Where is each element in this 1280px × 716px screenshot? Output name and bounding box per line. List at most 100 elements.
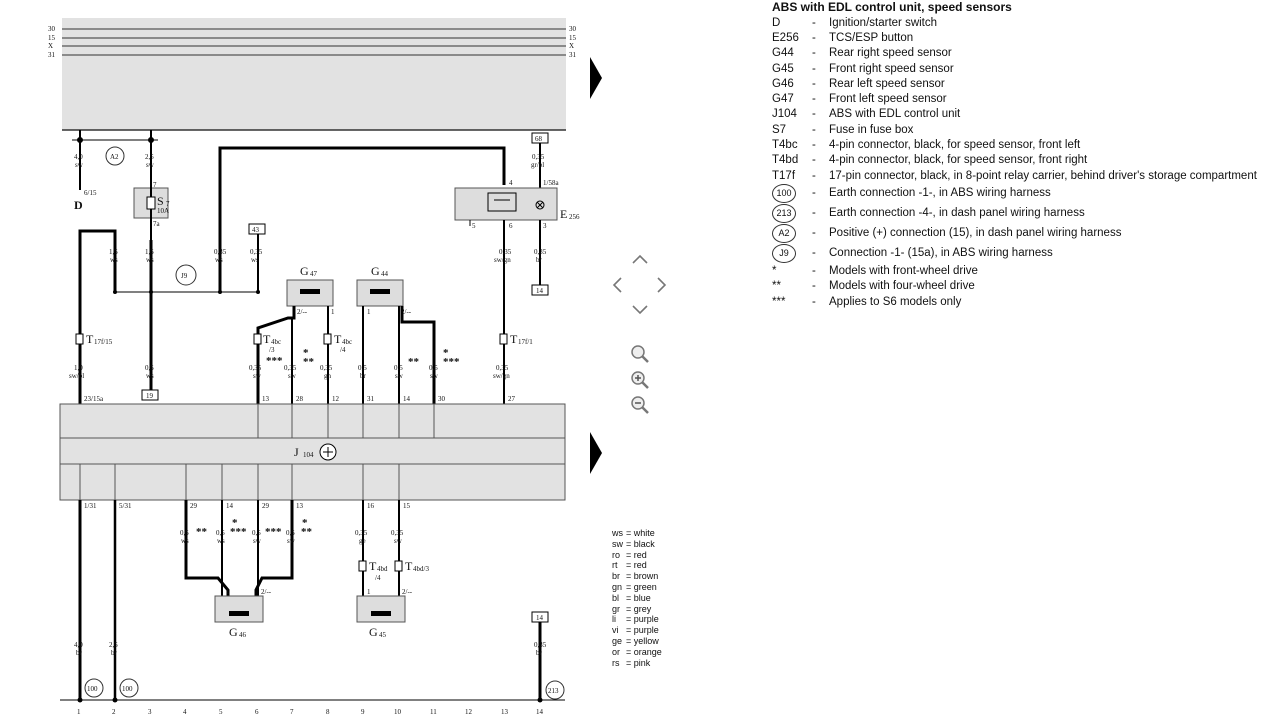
earth-100-b bbox=[119, 678, 139, 698]
pan-right-button[interactable] bbox=[651, 274, 673, 296]
wire-size: 0,5 bbox=[429, 364, 438, 372]
color-code-row: ge= yellow bbox=[612, 636, 662, 647]
legend-row: G46-Rear left speed sensor bbox=[772, 76, 1277, 91]
pan-down-button[interactable] bbox=[629, 299, 651, 321]
box-19 bbox=[141, 389, 159, 401]
pin-label: 29 bbox=[190, 502, 198, 510]
connector-t4bd4-sub: 4bd bbox=[377, 565, 388, 573]
color-code-value: = yellow bbox=[626, 635, 659, 646]
track-number: 4 bbox=[183, 708, 187, 716]
legend-row: **-Models with four-wheel drive bbox=[772, 279, 1277, 294]
rail-label-15: 15 bbox=[48, 34, 56, 42]
wire-color: sw/bl bbox=[69, 372, 84, 380]
legend-row: J104-ABS with EDL control unit bbox=[772, 107, 1277, 122]
pin-label: 1 bbox=[367, 308, 371, 316]
box-14-bottom bbox=[531, 611, 549, 623]
wire-size: 0,35 bbox=[214, 248, 227, 256]
connector-t17f15: T 17f/15 bbox=[75, 332, 113, 346]
connector-t17f1-sub: 17f/1 bbox=[518, 338, 533, 346]
wire-size: 0,35 bbox=[284, 364, 297, 372]
wire-color: sw bbox=[146, 161, 155, 169]
zoom-in-button[interactable] bbox=[629, 369, 651, 391]
fuse-s7-label: S bbox=[157, 194, 164, 208]
color-code-row: gn= green bbox=[612, 582, 662, 593]
pan-up-button[interactable] bbox=[629, 248, 651, 270]
earth-100-b-label: 100 bbox=[122, 685, 133, 693]
wire-size: 4,0 bbox=[74, 153, 83, 161]
legend-title: ABS with EDL control unit, speed sensors bbox=[772, 0, 1012, 14]
magnifier-icon bbox=[631, 345, 649, 363]
legend-code: T17f bbox=[772, 169, 796, 182]
wire-size: 4,0 bbox=[74, 641, 83, 649]
pin-label: 6 bbox=[509, 222, 513, 230]
sensor-g45-label: G bbox=[369, 625, 378, 639]
zoom-fit-button[interactable] bbox=[629, 343, 651, 365]
color-code-key: rs bbox=[612, 657, 620, 668]
color-code-key: bl bbox=[612, 592, 620, 603]
rail-label-x-right: X bbox=[569, 42, 574, 50]
legend-code-circle: A2 bbox=[772, 223, 796, 243]
rail-label-31-right: 31 bbox=[569, 51, 577, 59]
legend-description: Front right speed sensor bbox=[829, 62, 954, 75]
pin-label: 30 bbox=[438, 395, 446, 403]
note-star: *** bbox=[266, 355, 283, 367]
wire-color: sw bbox=[395, 372, 404, 380]
legend-earth-items: 100-Earth connection -1-, in ABS wiring … bbox=[772, 183, 1277, 263]
legend-code: E256 bbox=[772, 31, 799, 44]
color-code-value: = purple bbox=[626, 614, 659, 625]
pin-label: 27 bbox=[508, 395, 516, 403]
sensor-g46 bbox=[214, 595, 264, 623]
note-star: * bbox=[443, 347, 449, 359]
rail-label-x: X bbox=[48, 42, 53, 50]
box-43-label: 43 bbox=[252, 226, 260, 234]
legend-description: Front left speed sensor bbox=[829, 93, 947, 106]
sensor-g44-number: 44 bbox=[381, 270, 389, 278]
color-code-value: = brown bbox=[626, 571, 659, 582]
box-43 bbox=[248, 223, 266, 235]
color-code-row: or= orange bbox=[612, 647, 662, 658]
track-number: 14 bbox=[536, 708, 544, 716]
pin-label: 7 bbox=[153, 181, 157, 189]
j104-top-pins: 23/15a 13 28 12 31 14 30 27 bbox=[84, 395, 516, 403]
box-68-label: 68 bbox=[535, 135, 543, 143]
connector-t4bd4: T 4bd /4 bbox=[358, 559, 388, 582]
wire-size: 0,35 bbox=[249, 364, 262, 372]
earth-100-a bbox=[84, 678, 104, 698]
legend-code: 213 bbox=[772, 203, 812, 223]
legend-row: G47-Front left speed sensor bbox=[772, 91, 1277, 106]
legend-code: G46 bbox=[772, 77, 794, 90]
next-section-arrow-icon[interactable] bbox=[590, 432, 602, 474]
legend-description: Connection -1- (15a), in ABS wiring harn… bbox=[829, 247, 1053, 260]
rail-label-30: 30 bbox=[48, 25, 56, 33]
legend-description: Earth connection -1-, in ABS wiring harn… bbox=[829, 187, 1051, 200]
legend-row: G44-Rear right speed sensor bbox=[772, 46, 1277, 61]
rail-label-15-right: 15 bbox=[569, 34, 577, 42]
legend-dash: - bbox=[812, 123, 816, 136]
wire-color: ws bbox=[146, 372, 154, 380]
legend-code-circle: 213 bbox=[772, 203, 796, 223]
sensor-g45-number: 45 bbox=[379, 631, 387, 639]
wire-size: 1,0 bbox=[74, 364, 83, 372]
zoom-out-button[interactable] bbox=[629, 394, 651, 416]
color-code-key: gn bbox=[612, 581, 623, 592]
next-page-arrow-icon[interactable] bbox=[590, 57, 602, 99]
pin-label: 1 bbox=[226, 588, 230, 596]
connector-t4bc4-pin: /4 bbox=[340, 346, 346, 354]
legend-row: 100-Earth connection -1-, in ABS wiring … bbox=[772, 183, 1277, 203]
connection-j9-label: J9 bbox=[181, 272, 188, 280]
pan-left-button[interactable] bbox=[606, 274, 628, 296]
pin-label: 3 bbox=[543, 222, 547, 230]
color-code-value: = grey bbox=[626, 603, 652, 614]
color-code-value: = red bbox=[626, 549, 647, 560]
wire-color: br bbox=[536, 256, 543, 264]
pin-label: 16 bbox=[367, 502, 375, 510]
wire-size: 0,35 bbox=[534, 641, 547, 649]
legend-dash: - bbox=[812, 264, 816, 277]
legend-dash: - bbox=[812, 207, 816, 220]
wire-size: 1,5 bbox=[145, 248, 154, 256]
component-d: D bbox=[74, 198, 83, 212]
legend-description: TCS/ESP button bbox=[829, 31, 914, 44]
track-number: 1 bbox=[77, 708, 81, 716]
